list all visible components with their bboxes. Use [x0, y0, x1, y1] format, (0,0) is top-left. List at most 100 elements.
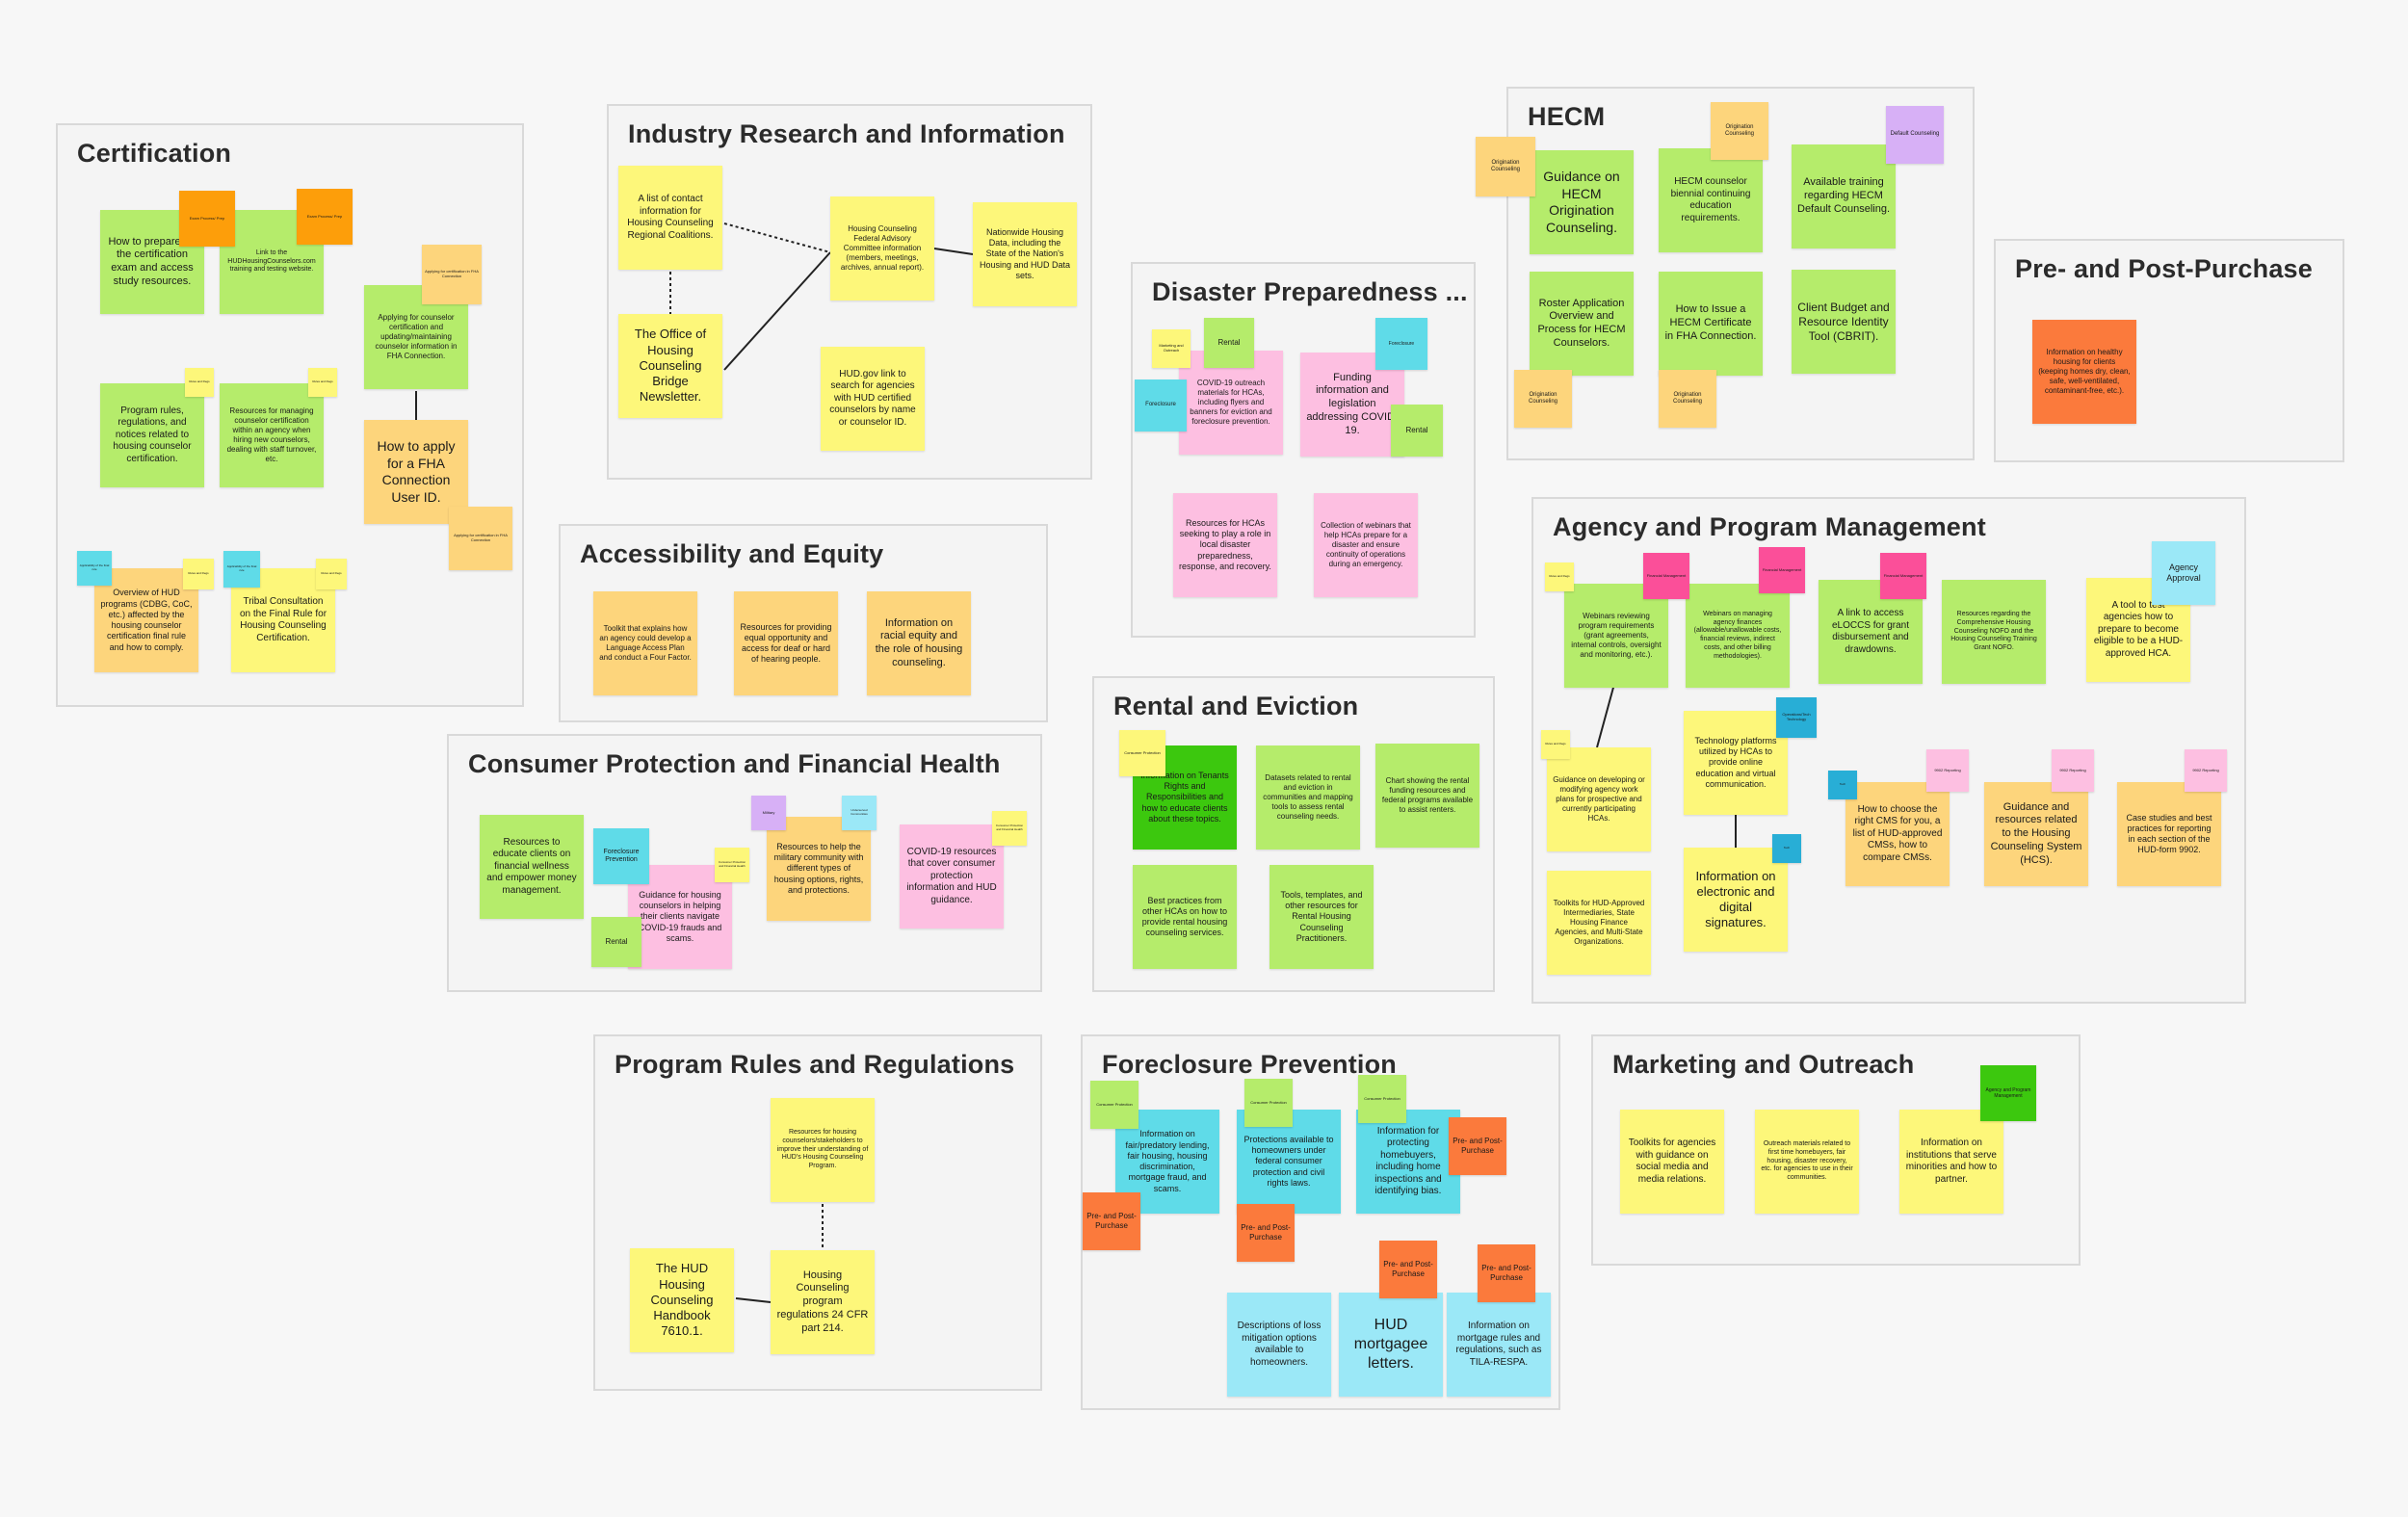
sticky-note[interactable]: Resources regarding the Comprehensive Ho… — [1942, 580, 2046, 684]
sticky-note[interactable]: Available training regarding HECM Defaul… — [1792, 144, 1896, 248]
sticky-note[interactable]: Toolkits for agencies with guidance on s… — [1620, 1110, 1724, 1214]
tag-sticky-note[interactable]: Origination Counseling — [1476, 137, 1535, 196]
sticky-note[interactable]: Outreach materials related to first time… — [1755, 1110, 1859, 1214]
sticky-note[interactable]: Resources for housing counselors/stakeho… — [771, 1098, 875, 1202]
sticky-note[interactable]: Guidance and resources related to the Ho… — [1984, 782, 2088, 886]
tag-sticky-note[interactable]: Underserved Communities — [842, 796, 877, 830]
tag-sticky-note[interactable]: 9902 Reporting — [1926, 749, 1969, 792]
sticky-note[interactable]: COVID-19 resources that cover consumer p… — [900, 824, 1004, 929]
tag-sticky-note[interactable]: Rental — [1204, 318, 1254, 368]
tag-sticky-note[interactable]: Origination Counseling — [1659, 370, 1716, 428]
sticky-note[interactable]: Resources to help the military community… — [767, 817, 871, 921]
tag-sticky-note[interactable]: Applying for certification in FHA Connec… — [449, 507, 512, 570]
tag-sticky-note[interactable]: Consumer Protection — [1244, 1079, 1293, 1127]
sticky-note[interactable]: The Office of Housing Counseling Bridge … — [618, 314, 722, 418]
tag-sticky-note[interactable]: Rules and Regs — [185, 368, 214, 397]
tag-sticky-note[interactable]: Pre- and Post-Purchase — [1083, 1192, 1140, 1250]
tag-sticky-note[interactable]: Foreclosure — [1135, 379, 1187, 432]
tag-sticky-note[interactable]: 9902 Reporting — [2052, 749, 2094, 792]
tag-sticky-note[interactable]: Rules and Regs — [308, 368, 337, 397]
sticky-note[interactable]: Case studies and best practices for repo… — [2117, 782, 2221, 886]
sticky-note[interactable]: Guidance on HECM Origination Counseling. — [1530, 150, 1634, 254]
tag-sticky-note[interactable]: Applying for certification in FHA Connec… — [422, 245, 482, 304]
tag-sticky-note[interactable]: Agency and Program Management — [1980, 1065, 2036, 1121]
tag-sticky-note[interactable]: Applicability of the final rule — [223, 551, 260, 588]
tag-sticky-note[interactable]: Origination Counseling — [1514, 370, 1572, 428]
tag-sticky-note[interactable]: Rental — [591, 917, 641, 967]
tag-sticky-note[interactable]: Pre- and Post-Purchase — [1449, 1117, 1506, 1175]
sticky-note[interactable]: A tool to test agencies how to prepare t… — [2086, 578, 2190, 682]
tag-sticky-note[interactable]: Tech — [1772, 834, 1801, 863]
sticky-note[interactable]: Information on healthy housing for clien… — [2032, 320, 2136, 424]
tag-sticky-note[interactable]: Rules and Regs — [1541, 730, 1570, 759]
tag-sticky-note[interactable]: Consumer Protection and Financial Health — [715, 848, 749, 882]
sticky-note[interactable]: HECM counselor biennial continuing educa… — [1659, 148, 1763, 252]
sticky-note[interactable]: Information on mortgage rules and regula… — [1447, 1293, 1551, 1397]
sticky-note[interactable]: Descriptions of loss mitigation options … — [1227, 1293, 1331, 1397]
sticky-note[interactable]: Information on institutions that serve m… — [1899, 1110, 2003, 1214]
sticky-note[interactable]: HUD.gov link to search for agencies with… — [821, 347, 925, 451]
sticky-note[interactable]: A list of contact information for Housin… — [618, 166, 722, 270]
tag-sticky-note[interactable]: Financial Management — [1880, 553, 1926, 599]
sticky-note[interactable]: Roster Application Overview and Process … — [1530, 272, 1634, 376]
sticky-note[interactable]: Program rules, regulations, and notices … — [100, 383, 204, 487]
sticky-note[interactable]: Datasets related to rental and eviction … — [1256, 745, 1360, 850]
tag-sticky-note[interactable]: Agency Approval — [2152, 541, 2215, 605]
sticky-note[interactable]: Chart showing the rental funding resourc… — [1375, 744, 1479, 848]
sticky-note[interactable]: Applying for counselor certification and… — [364, 285, 468, 389]
tag-sticky-note[interactable]: 9902 Reporting — [2185, 749, 2227, 792]
tag-sticky-note[interactable]: Consumer Protection — [1090, 1081, 1139, 1129]
sticky-note[interactable]: Guidance on developing or modifying agen… — [1547, 747, 1651, 851]
tag-sticky-note[interactable]: Foreclosure — [1375, 318, 1427, 370]
sticky-note[interactable]: Webinars reviewing program requirements … — [1564, 584, 1668, 688]
tag-sticky-note[interactable]: Pre- and Post-Purchase — [1237, 1204, 1295, 1262]
tag-sticky-note[interactable]: Tech — [1828, 771, 1857, 799]
sticky-note[interactable]: Overview of HUD programs (CDBG, CoC, etc… — [94, 568, 198, 672]
tag-sticky-note[interactable]: Operations/Tech Technology — [1776, 697, 1817, 738]
frame-prepost[interactable]: Pre- and Post-Purchase — [1994, 239, 2344, 462]
tag-sticky-note[interactable]: Rules and Regs — [183, 559, 214, 589]
sticky-note[interactable]: The HUD Housing Counseling Handbook 7610… — [630, 1248, 734, 1352]
sticky-note[interactable]: Nationwide Housing Data, including the S… — [973, 202, 1077, 306]
sticky-note[interactable]: Funding information and legislation addr… — [1300, 353, 1404, 457]
tag-sticky-note[interactable]: Pre- and Post-Purchase — [1379, 1241, 1437, 1298]
sticky-note[interactable]: COVID-19 outreach materials for HCAs, in… — [1179, 351, 1283, 455]
tag-sticky-note[interactable]: Consumer Protection — [1358, 1075, 1406, 1123]
sticky-note[interactable]: Client Budget and Resource Identity Tool… — [1792, 270, 1896, 374]
sticky-note[interactable]: Toolkit that explains how an agency coul… — [593, 591, 697, 695]
tag-sticky-note[interactable]: Rental — [1391, 405, 1443, 457]
tag-sticky-note[interactable]: Financial Management — [1643, 553, 1689, 599]
tag-sticky-note[interactable]: Pre- and Post-Purchase — [1478, 1244, 1535, 1302]
sticky-note[interactable]: Information on racial equity and the rol… — [867, 591, 971, 695]
tag-sticky-note[interactable]: Marketing and Outreach — [1152, 329, 1191, 368]
sticky-note[interactable]: Resources for HCAs seeking to play a rol… — [1173, 493, 1277, 597]
tag-sticky-note[interactable]: Default Counseling — [1886, 106, 1944, 164]
sticky-note[interactable]: Resources for managing counselor certifi… — [220, 383, 324, 487]
sticky-note[interactable]: Protections available to homeowners unde… — [1237, 1110, 1341, 1214]
sticky-note[interactable]: Webinars on managing agency finances (al… — [1686, 584, 1790, 688]
tag-sticky-note[interactable]: Financial Management — [1759, 547, 1805, 593]
tag-sticky-note[interactable]: Military — [751, 796, 786, 830]
tag-sticky-note[interactable]: Exam Process/ Prep — [179, 191, 235, 247]
sticky-note[interactable]: Information on electronic and digital si… — [1684, 848, 1788, 952]
tag-sticky-note[interactable]: Exam Process/ Prep — [297, 189, 353, 245]
sticky-note[interactable]: Resources to educate clients on financia… — [480, 815, 584, 919]
tag-sticky-note[interactable]: Rules and Regs — [316, 559, 347, 589]
tag-sticky-note[interactable]: Origination Counseling — [1711, 102, 1768, 160]
sticky-note[interactable]: HUD mortgagee letters. — [1339, 1293, 1443, 1397]
sticky-note[interactable]: Toolkits for HUD-Approved Intermediaries… — [1547, 871, 1651, 975]
tag-sticky-note[interactable]: Applicability of the final rule — [77, 551, 112, 586]
sticky-note[interactable]: Technology platforms utilized by HCAs to… — [1684, 711, 1788, 815]
sticky-note[interactable]: How to Issue a HECM Certificate in FHA C… — [1659, 272, 1763, 376]
tag-sticky-note[interactable]: Rules and Regs — [1545, 562, 1574, 591]
tag-sticky-note[interactable]: Foreclosure Prevention — [593, 828, 649, 884]
sticky-note[interactable]: How to apply for a FHA Connection User I… — [364, 420, 468, 524]
sticky-note[interactable]: Resources for providing equal opportunit… — [734, 591, 838, 695]
tag-sticky-note[interactable]: Consumer Protection — [1119, 730, 1165, 776]
sticky-note[interactable]: Tools, templates, and other resources fo… — [1269, 865, 1374, 969]
sticky-note[interactable]: How to choose the right CMS for you, a l… — [1845, 782, 1950, 886]
sticky-note[interactable]: Housing Counseling program regulations 2… — [771, 1250, 875, 1354]
sticky-note[interactable]: Information for protecting homebuyers, i… — [1356, 1110, 1460, 1214]
sticky-note[interactable]: Collection of webinars that help HCAs pr… — [1314, 493, 1418, 597]
